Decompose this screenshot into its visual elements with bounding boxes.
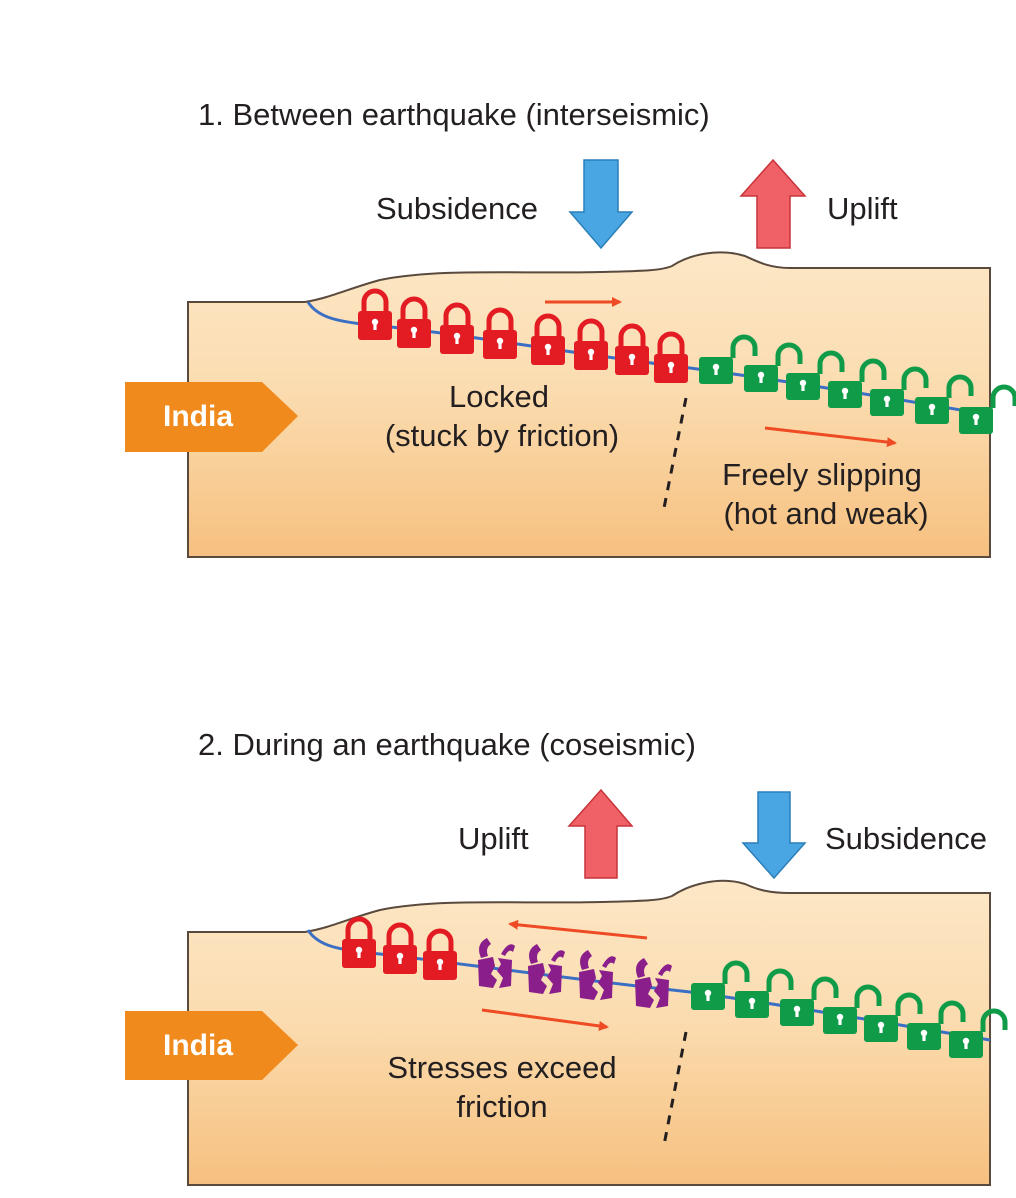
panel-1-transition-dashes	[662, 397, 688, 509]
panel-2-uplift-arrow	[567, 788, 634, 879]
panel-1-subsidence-label: Subsidence	[376, 191, 539, 226]
panel-1-uplift-label: Uplift	[827, 191, 898, 226]
panel-1-subsidence-arrow	[568, 159, 634, 250]
panel-2-subsidence-arrow	[741, 791, 807, 880]
panel-1-india-arrow	[125, 382, 298, 452]
panel-1-locked-label: Locked	[449, 379, 549, 414]
panel-1-locked-sublabel: (stuck by friction)	[384, 418, 620, 453]
panel-1-slip-sublabel: (hot and weak)	[723, 496, 929, 531]
panel-2-stress-label: Stresses exceed	[387, 1050, 617, 1085]
panel-1-slip-label: Freely slipping	[722, 457, 922, 492]
panel-2-upper-slip-arrow	[508, 919, 648, 940]
panel-1-lower-slip-arrow	[764, 426, 897, 448]
panel-1-india-label: India	[163, 400, 234, 433]
panel-2-stress-sublabel: friction	[456, 1089, 548, 1124]
panel-2-india-label: India	[163, 1029, 234, 1062]
panel-2-india-arrow	[125, 1011, 298, 1080]
panel-2-transition-dashes	[662, 1031, 688, 1146]
panel-1-title: 1. Between earthquake (interseismic)	[198, 97, 710, 132]
panel-2-title: 2. During an earthquake (coseismic)	[198, 727, 696, 762]
panel-2-uplift-label: Uplift	[458, 821, 529, 856]
panel-2-subsidence-label: Subsidence	[825, 821, 988, 856]
panel-2-lower-slip-arrow	[481, 1008, 609, 1031]
panel-1-uplift-arrow	[739, 158, 807, 249]
